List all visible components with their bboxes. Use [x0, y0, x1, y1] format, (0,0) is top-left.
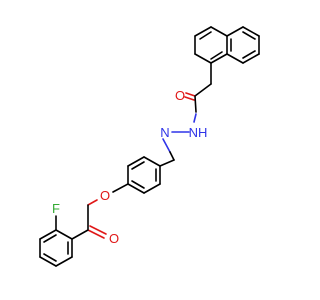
bond — [194, 53, 212, 64]
atom-label-nitrogen: N — [160, 125, 169, 140]
bond — [131, 161, 145, 170]
bond — [55, 256, 73, 267]
bond — [143, 183, 161, 194]
bond — [112, 183, 129, 193]
bond — [169, 151, 175, 161]
bond — [162, 138, 171, 153]
bond — [193, 113, 197, 123]
bond — [242, 53, 260, 64]
bond — [131, 180, 145, 189]
bond — [210, 26, 228, 37]
bond — [127, 156, 145, 167]
acyl-hydrazone-linker — [159, 62, 212, 167]
bond — [55, 229, 73, 240]
bond — [210, 53, 228, 64]
bond — [210, 51, 223, 60]
bond — [43, 253, 57, 262]
atom-label-oxygen: O — [100, 188, 110, 203]
bond — [242, 50, 256, 59]
atom-label-nh: NH — [189, 125, 208, 140]
atom-label-oxygen: O — [175, 88, 185, 103]
atom-labels: O NH N O O F — [52, 88, 207, 246]
bond — [194, 83, 212, 97]
atom-label-oxygen: O — [109, 231, 119, 246]
bond — [127, 183, 145, 194]
bond — [71, 229, 89, 240]
ester-linker — [71, 183, 129, 240]
fluorophenyl-ring — [39, 215, 73, 267]
molecule-structure-diagram: O NH N O O F — [39, 26, 260, 267]
bond — [159, 159, 175, 167]
bond — [242, 26, 260, 37]
bond — [194, 95, 197, 113]
bond — [89, 225, 107, 235]
bond — [143, 156, 161, 167]
atom-label-fluorine: F — [52, 201, 60, 216]
bond — [226, 53, 244, 64]
naphthalene-group — [194, 26, 260, 64]
bond — [242, 31, 256, 40]
bond — [43, 234, 57, 243]
bond — [184, 96, 195, 101]
bond — [87, 199, 98, 206]
phenylene-ring — [127, 156, 161, 194]
bond — [199, 31, 212, 40]
bond — [194, 26, 212, 37]
bond — [226, 26, 244, 37]
bond — [87, 229, 105, 239]
bond — [39, 256, 57, 267]
bond — [185, 92, 196, 97]
bond — [39, 229, 57, 240]
